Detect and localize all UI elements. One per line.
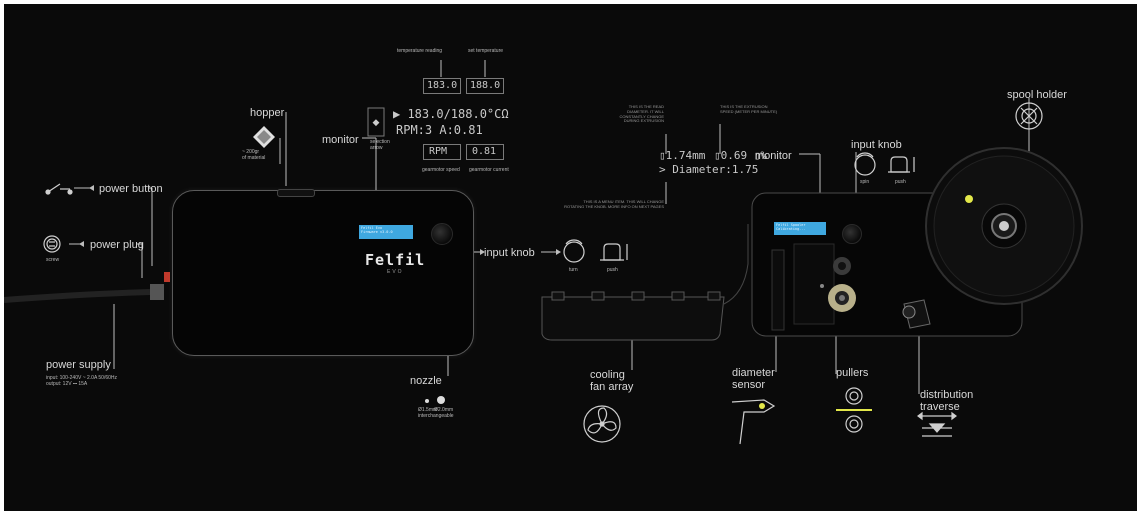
spooler-lcd-line-1b: ▯0.69 ▯%: [714, 149, 767, 162]
push-caption: push: [607, 267, 618, 273]
rpm-box: [423, 144, 461, 160]
extruder-lcd-line-2: RPM:3 A:0.81: [396, 123, 483, 137]
power-output-spec: output: 12V ⎓ 15A: [46, 381, 88, 387]
gearmotor-speed-caption: gearmotor speed: [422, 167, 460, 173]
spooler-input-knob[interactable]: [842, 224, 862, 244]
read-diameter-note: THIS IS THE READ DIAMETER. IT WILL CONST…: [619, 104, 664, 124]
power-input-spec: input: 100-240V ~ 2.0A 50/60Hz: [46, 375, 118, 381]
spooler-push-caption: push: [895, 179, 906, 185]
rpm-label: RPM: [429, 146, 448, 157]
current-value: 0.81: [472, 146, 497, 157]
spool-holder-label: spool holder: [1007, 89, 1067, 101]
nozzle-size-1: Ø1.5mm: [418, 407, 438, 413]
temp-reading-value: 183.0: [427, 80, 458, 91]
monitor-label: monitor: [322, 134, 359, 146]
pullers-label: pullers: [836, 367, 869, 379]
screw-caption: screw: [46, 257, 60, 263]
hopper-opening: [277, 189, 315, 197]
input-knob-label: input knob: [484, 247, 535, 259]
extruder-input-knob[interactable]: [431, 223, 453, 245]
temp-set-value: 188.0: [470, 80, 501, 91]
menu-item-note: THIS IS A MENU ITEM. THIS WILL CHANGE RO…: [564, 199, 664, 209]
spooler-input-knob-label: input knob: [851, 139, 902, 151]
power-supply-label: power supply: [46, 359, 111, 371]
spooler-lcd-line-1a: ▯1.74mm: [659, 149, 706, 162]
infographic-canvas: ◆: [4, 4, 1137, 511]
current-box: [466, 144, 504, 160]
power-button-label: power button: [99, 183, 163, 195]
temp-set-box: [466, 78, 504, 94]
power-plug-label: power plug: [90, 239, 144, 251]
spooler-monitor-label: monitor: [755, 150, 792, 162]
turn-caption: turn: [569, 267, 578, 273]
nozzle-size-2: Ø2.0mm: [434, 407, 454, 413]
hopper-label: hopper: [250, 107, 285, 119]
extrusion-speed-note: THIS IS THE EXTRUSION SPEED (METER PER M…: [720, 104, 778, 114]
temperature-reading-caption: temperature reading: [397, 48, 443, 54]
brand-subtitle: EVO: [387, 269, 404, 275]
spooler-lcd-line-2: > Diameter:1.75: [659, 163, 759, 176]
gearmotor-current-caption: gearmotor current: [469, 167, 509, 173]
svg-text:◆: ◆: [373, 118, 380, 128]
brand-logo: Felfil: [365, 251, 426, 269]
spin-caption: spin: [860, 179, 870, 185]
extruder-lcd-line-1: ▶ 183.0/188.0°CΩ: [393, 107, 509, 121]
connector-lines: ◆: [4, 60, 1083, 445]
interchangeable-caption: interchangeable: [418, 413, 454, 419]
nozzle-label: nozzle: [410, 375, 442, 387]
temp-reading-box: [423, 78, 461, 94]
set-temperature-caption: set temperature: [468, 48, 504, 54]
